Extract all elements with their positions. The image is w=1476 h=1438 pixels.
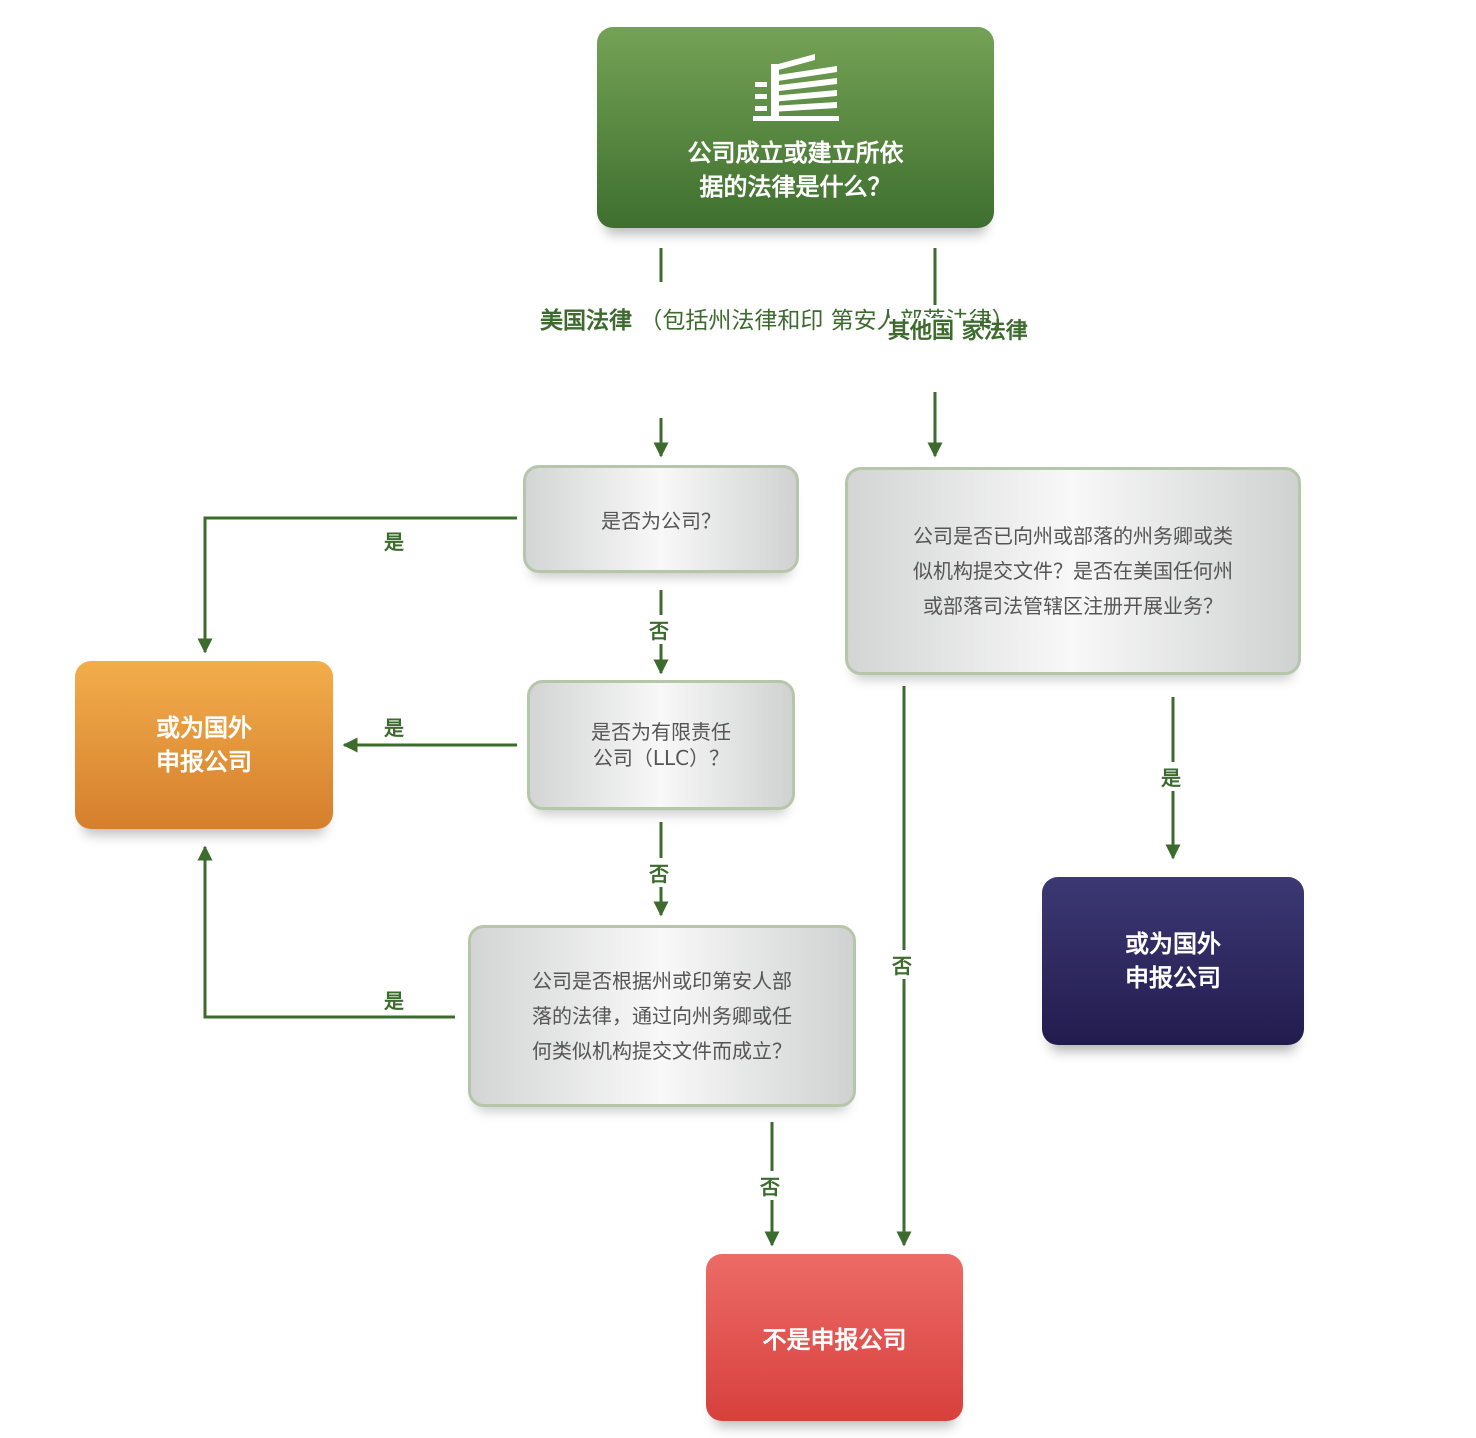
question-formed-by-filing-line-2: 落的法律，通过向州务卿或任 <box>532 1003 792 1028</box>
outcome-foreign-reporting-company: 或为国外 申报公司 <box>1042 877 1304 1045</box>
start-question-box: 公司成立或建立所依 据的法律是什么？ <box>597 27 994 228</box>
outcome-domestic-line-2: 申报公司 <box>156 748 252 776</box>
question-registered-line-2: 似机构提交文件？是否在美国任何州 <box>913 558 1233 583</box>
question-formed-by-filing-line-3: 何类似机构提交文件而成立？ <box>532 1038 792 1063</box>
us-law-line-2: （包括州法律和印 <box>639 308 824 334</box>
question-is-llc-line-1: 是否为有限责任 <box>591 720 731 744</box>
arrow-q1-yes <box>197 516 517 654</box>
question-registered-line-3: 或部落司法管辖区注册开展业务？ <box>923 593 1223 618</box>
edge-label-q2-no: 否 <box>649 858 669 887</box>
question-registered-to-do-business: 公司是否已向州或部落的州务卿或类 似机构提交文件？是否在美国任何州 或部落司法管… <box>845 467 1301 675</box>
question-is-llc-line-2: 公司（LLC）？ <box>592 746 730 770</box>
edge-label-q1-no: 否 <box>649 615 669 644</box>
edge-label-q3-no: 否 <box>760 1171 780 1200</box>
question-is-corporation-text: 是否为公司？ <box>601 508 721 533</box>
question-formed-by-filing: 公司是否根据州或印第安人部 落的法律，通过向州务卿或任 何类似机构提交文件而成立… <box>468 925 856 1107</box>
us-law-line-1: 美国法律 <box>540 308 632 334</box>
outcome-foreign-line-1: 或为国外 <box>1125 930 1221 958</box>
branch-label-us-law: 美国法律 （包括州法律和印 第安人部落法律） <box>540 308 1015 335</box>
building-icon <box>752 53 839 121</box>
other-law-line-2: 家法律 <box>961 319 1028 344</box>
outcome-domestic-line-1: 或为国外 <box>156 714 252 742</box>
outcome-not-reporting-text: 不是申报公司 <box>762 1326 907 1354</box>
other-law-line-1: 其他国 <box>888 319 955 344</box>
question-registered-line-1: 公司是否已向州或部落的州务卿或类 <box>913 523 1233 548</box>
edge-label-q2-yes: 是 <box>384 712 404 741</box>
outcome-domestic-reporting-company: 或为国外 申报公司 <box>75 661 333 829</box>
edge-label-q4-yes: 是 <box>1161 762 1181 791</box>
outcome-foreign-line-2: 申报公司 <box>1125 964 1221 992</box>
branch-label-other-law: 其他国 家法律 <box>888 318 1028 345</box>
edge-label-q1-yes: 是 <box>384 526 404 555</box>
question-is-corporation: 是否为公司？ <box>523 465 799 573</box>
outcome-not-reporting-company: 不是申报公司 <box>706 1254 963 1421</box>
edge-label-q4-no: 否 <box>892 950 912 979</box>
start-question-line-2: 据的法律是什么？ <box>699 172 892 201</box>
arrow-q3-yes <box>197 845 455 1019</box>
start-question-line-1: 公司成立或建立所依 <box>687 138 904 167</box>
edge-label-q3-yes: 是 <box>384 985 404 1014</box>
question-formed-by-filing-line-1: 公司是否根据州或印第安人部 <box>532 968 792 993</box>
question-is-llc: 是否为有限责任 公司（LLC）？ <box>527 680 795 810</box>
